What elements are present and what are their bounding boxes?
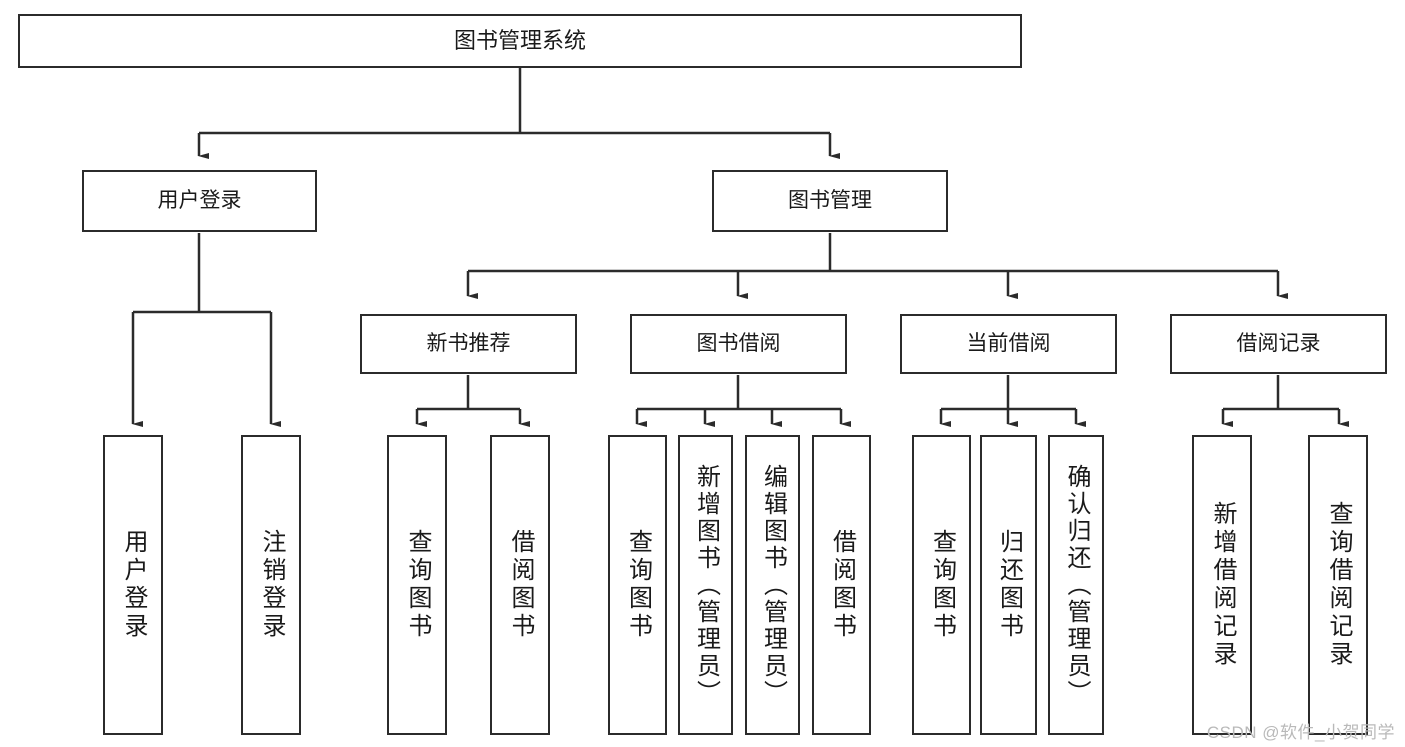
node-current-borrow-label: 当前借阅 bbox=[966, 331, 1051, 355]
leaf-edit-book-admin-label: 编辑图书（管理员） bbox=[759, 463, 787, 707]
leaf-add-borrow-record-label: 新增借阅记录 bbox=[1209, 501, 1236, 669]
node-user-login[interactable]: 用户登录 bbox=[82, 170, 317, 232]
leaf-user-login-label: 用户登录 bbox=[120, 529, 147, 641]
node-book-management[interactable]: 图书管理 bbox=[712, 170, 948, 232]
leaf-query-book-current-label: 查询图书 bbox=[928, 529, 956, 641]
node-borrow-record-label: 借阅记录 bbox=[1236, 331, 1321, 355]
leaf-query-book-new[interactable]: 查询图书 bbox=[387, 435, 447, 735]
node-book-borrow[interactable]: 图书借阅 bbox=[630, 314, 847, 374]
leaf-query-borrow-record-label: 查询借阅记录 bbox=[1325, 501, 1352, 669]
watermark: CSDN @软件_小贺同学 bbox=[1206, 723, 1395, 742]
node-book-borrow-label: 图书借阅 bbox=[696, 331, 781, 355]
leaf-add-book-admin-label: 新增图书（管理员） bbox=[692, 463, 720, 707]
leaf-edit-book-admin[interactable]: 编辑图书（管理员） bbox=[745, 435, 800, 735]
node-new-book-recommend-label: 新书推荐 bbox=[426, 331, 511, 355]
leaf-logout[interactable]: 注销登录 bbox=[241, 435, 301, 735]
leaf-query-borrow-record[interactable]: 查询借阅记录 bbox=[1308, 435, 1368, 735]
leaf-borrow-book-new-label: 借阅图书 bbox=[507, 529, 534, 641]
leaf-borrow-book-new[interactable]: 借阅图书 bbox=[490, 435, 550, 735]
node-user-login-label: 用户登录 bbox=[157, 188, 242, 212]
node-new-book-recommend[interactable]: 新书推荐 bbox=[360, 314, 577, 374]
leaf-return-book-label: 归还图书 bbox=[995, 529, 1023, 641]
leaf-query-book-current[interactable]: 查询图书 bbox=[912, 435, 971, 735]
leaf-borrow-book-label: 借阅图书 bbox=[828, 529, 856, 641]
leaf-query-book-borrow-label: 查询图书 bbox=[624, 529, 652, 641]
leaf-add-book-admin[interactable]: 新增图书（管理员） bbox=[678, 435, 733, 735]
leaf-confirm-return-admin[interactable]: 确认归还（管理员） bbox=[1048, 435, 1104, 735]
leaf-return-book[interactable]: 归还图书 bbox=[980, 435, 1037, 735]
leaf-query-book-borrow[interactable]: 查询图书 bbox=[608, 435, 667, 735]
leaf-confirm-return-admin-label: 确认归还（管理员） bbox=[1063, 463, 1090, 707]
leaf-query-book-new-label: 查询图书 bbox=[404, 529, 431, 641]
leaf-user-login[interactable]: 用户登录 bbox=[103, 435, 163, 735]
node-root-label: 图书管理系统 bbox=[453, 28, 586, 54]
leaf-add-borrow-record[interactable]: 新增借阅记录 bbox=[1192, 435, 1252, 735]
node-current-borrow[interactable]: 当前借阅 bbox=[900, 314, 1117, 374]
leaf-borrow-book[interactable]: 借阅图书 bbox=[812, 435, 871, 735]
node-root[interactable]: 图书管理系统 bbox=[18, 14, 1022, 68]
node-borrow-record[interactable]: 借阅记录 bbox=[1170, 314, 1387, 374]
leaf-logout-label: 注销登录 bbox=[258, 529, 285, 641]
node-book-management-label: 图书管理 bbox=[788, 188, 872, 212]
